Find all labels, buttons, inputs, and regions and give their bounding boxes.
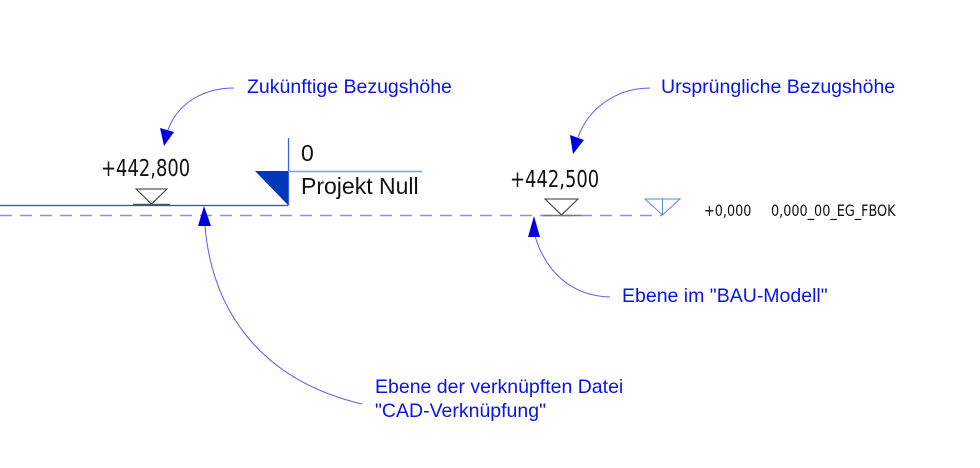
original-elevation-value: +442,500	[510, 167, 600, 193]
linked-file-label-line2: "CAD-Verknüpfung"	[375, 400, 547, 422]
future-elevation-value: +442,800	[101, 156, 191, 182]
cad-link-leader	[198, 206, 363, 405]
project-zero-triangle-icon	[255, 171, 288, 205]
original-reference-label: Ursprüngliche Bezugshöhe	[661, 76, 896, 98]
original-reference-leader	[570, 87, 651, 154]
arrow-down-icon	[570, 135, 584, 154]
arrow-up-icon	[198, 206, 211, 226]
future-reference-label: Zukünftige Bezugshöhe	[247, 76, 452, 98]
level-head-marker-icon	[643, 198, 682, 216]
future-reference-leader	[160, 87, 235, 146]
project-zero-symbol	[255, 138, 422, 206]
project-zero-label: Projekt Null	[301, 173, 419, 199]
bau-model-level-label: Ebene im "BAU-Modell"	[622, 285, 828, 307]
linked-file-label-line1: Ebene der verknüpften Datei	[375, 376, 624, 398]
project-zero-value: 0	[301, 140, 314, 166]
bau-model-leader	[528, 216, 611, 298]
level-name: 0,000_00_EG_FBOK	[771, 201, 896, 220]
level-elevation-value: +0,000	[704, 201, 752, 220]
future-elevation-marker-icon	[133, 188, 170, 206]
arrow-up-icon	[528, 216, 540, 237]
arrow-down-icon	[160, 128, 174, 146]
original-elevation-marker-icon	[543, 198, 581, 217]
